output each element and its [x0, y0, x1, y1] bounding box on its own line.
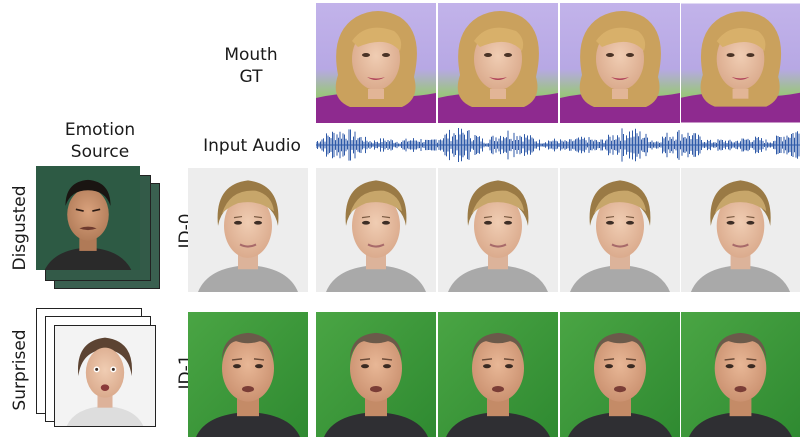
woman-face-image — [188, 168, 308, 292]
mouth-gt-label-line2: GT — [239, 67, 263, 87]
mouth-gt-frame-3 — [560, 3, 680, 123]
mouth-gt-label: Mouth GT — [215, 44, 287, 88]
row1-emotion-label: Surprised — [10, 329, 30, 411]
audio-waveform — [316, 128, 800, 162]
woman-face-image — [560, 168, 680, 292]
woman-face-image — [681, 168, 800, 292]
input-audio-label: Input Audio — [203, 136, 301, 156]
id1-output-4 — [681, 312, 800, 437]
mouth-gt-label-line1: Mouth — [224, 45, 278, 65]
man-face-image — [36, 166, 140, 270]
id1-output-2 — [438, 312, 558, 437]
woman-face-image — [55, 326, 155, 426]
man-face-image — [316, 312, 436, 437]
id0-output-1 — [316, 168, 436, 292]
mouth-gt-frame-2 — [438, 3, 558, 123]
emotion-source-label-line1: Emotion — [64, 120, 136, 140]
emotion-source-label-line2: Source — [70, 142, 130, 162]
emotion-source-0-image — [36, 166, 140, 270]
woman-face-image — [438, 3, 558, 123]
id0-output-3 — [560, 168, 680, 292]
man-face-image — [188, 312, 308, 437]
woman-face-image — [681, 3, 800, 123]
id1-reference — [188, 312, 308, 437]
mouth-gt-frame-1 — [316, 3, 436, 123]
man-face-image — [438, 312, 558, 437]
id1-output-3 — [560, 312, 680, 437]
emotion-source-label: Emotion Source — [50, 119, 150, 163]
man-face-image — [560, 312, 680, 437]
id0-output-4 — [681, 168, 800, 292]
emotion-source-1-image — [54, 325, 156, 427]
woman-face-image — [438, 168, 558, 292]
woman-face-image — [560, 3, 680, 123]
man-face-image — [681, 312, 800, 437]
id1-output-1 — [316, 312, 436, 437]
row0-emotion-label: Disgusted — [10, 185, 30, 271]
mouth-gt-frame-4 — [681, 3, 800, 123]
id0-output-2 — [438, 168, 558, 292]
id0-reference — [188, 168, 308, 292]
woman-face-image — [316, 3, 436, 123]
woman-face-image — [316, 168, 436, 292]
